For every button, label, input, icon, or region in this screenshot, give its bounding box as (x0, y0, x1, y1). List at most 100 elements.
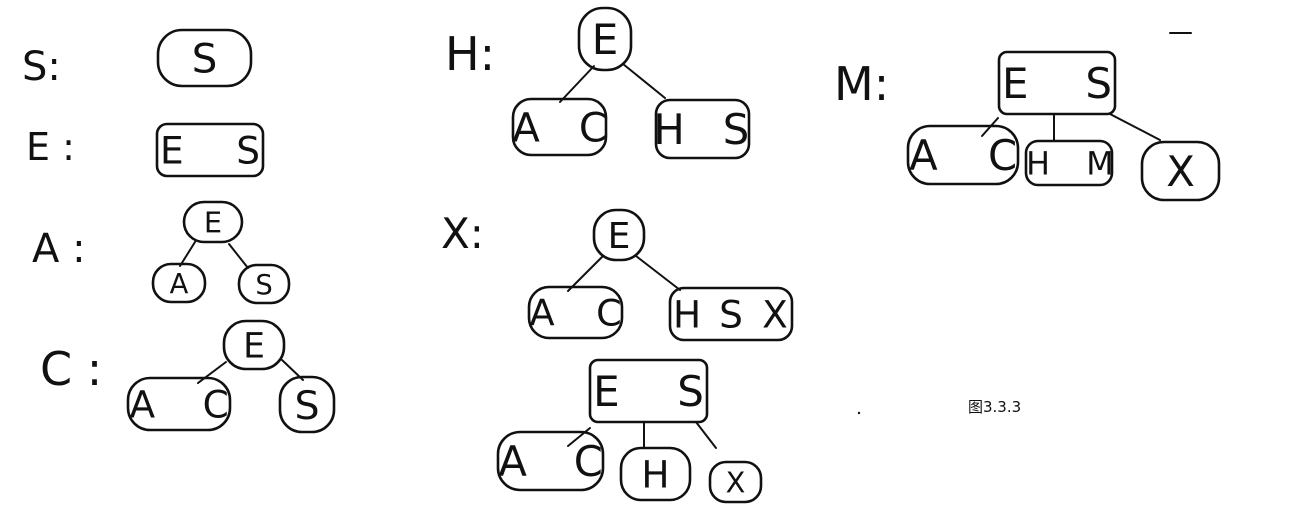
node-c0-box (527, 285, 624, 340)
stray-dot (857, 411, 861, 415)
node-c0-key-a: A (498, 437, 527, 486)
node-c1-box (668, 286, 794, 342)
node-c0-box (906, 124, 1020, 186)
tree-node-root: E (577, 6, 633, 72)
tree-node-c1: S (237, 263, 291, 305)
node-c1-box (237, 263, 291, 305)
edge-root-c1 (622, 63, 666, 99)
node-root-key-e: E (592, 15, 619, 64)
node-c1-key-s: S (719, 292, 743, 336)
node-c1-key-h: H (673, 292, 701, 336)
node-c1-box (654, 98, 751, 160)
node-root-key-s: S (677, 367, 704, 416)
node-c0-key-c: C (574, 437, 603, 486)
node-c0-key-a: A (512, 105, 540, 152)
node-root-key-e: E (160, 128, 184, 172)
node-c0-key-c: C (988, 131, 1017, 180)
node-root-key-e: E (204, 205, 222, 239)
node-c1-box (1024, 139, 1114, 187)
step-label: E : (26, 125, 75, 169)
node-c1-key-x: X (762, 292, 788, 336)
node-root-key-s: S (1085, 59, 1112, 108)
node-c0-box (511, 97, 608, 157)
node-c2-key-x: X (726, 465, 746, 499)
node-c0-box (151, 262, 207, 304)
node-c2-box (1140, 140, 1221, 202)
tree-node-root: S (156, 28, 253, 88)
node-c2-box (708, 460, 763, 504)
node-c0-box (126, 376, 232, 432)
node-c0-key-c: C (579, 105, 607, 152)
node-c2-key-x: X (1166, 147, 1195, 196)
tree-node-c2: X (1140, 140, 1221, 202)
edge-root-c1 (228, 243, 249, 269)
node-c1-key-h: H (1026, 146, 1050, 182)
node-c0-key-a: A (909, 131, 938, 180)
tree-node-c1: S (278, 375, 336, 434)
node-c0-key-c: C (203, 382, 229, 426)
edge-root-c0 (559, 65, 595, 103)
step-label: S: (22, 44, 61, 90)
node-c1-key-h: H (653, 105, 684, 154)
edge-root-c0 (197, 361, 227, 384)
step-label: M: (834, 57, 889, 111)
node-c1-box (619, 446, 692, 502)
node-c1-key-s: S (723, 105, 750, 154)
node-root-key-s: S (192, 36, 218, 83)
node-c1-key-s: S (294, 383, 319, 429)
node-root-box (222, 319, 286, 371)
node-root-key-s: S (236, 128, 260, 172)
node-root-box (156, 28, 253, 88)
step-label: A : (32, 226, 86, 272)
node-root-box (155, 122, 265, 178)
edge-root-c2 (695, 421, 717, 449)
node-c0-key-a: A (129, 382, 155, 426)
edge-root-c1 (635, 255, 681, 291)
node-root-box (588, 358, 709, 424)
edge-root-c0 (567, 255, 604, 292)
tree-node-root: E (222, 319, 286, 371)
node-c0-key-a: A (170, 269, 189, 300)
edge-root-c2 (1109, 113, 1161, 141)
node-root-key-e: E (243, 326, 265, 366)
node-c1-key-h: H (641, 452, 669, 496)
node-root-key-e: E (593, 367, 620, 416)
node-root-box (182, 200, 244, 244)
node-root-key-e: E (608, 216, 631, 257)
node-c0-key-a: A (529, 292, 554, 335)
node-root-box (997, 50, 1117, 116)
node-root-box (592, 208, 646, 262)
step-label: X: (441, 209, 484, 258)
tree-node-c1: H (619, 446, 692, 502)
step-s: S: S (22, 28, 253, 90)
node-c1-key-s: S (255, 270, 272, 301)
figure-caption: 图3.3.3 (968, 398, 1022, 416)
tree-node-root: E (592, 208, 646, 262)
edge-root-c0 (567, 427, 591, 447)
tree-node-root: E (182, 200, 244, 244)
node-root-key-e: E (1002, 59, 1029, 108)
node-root-box (577, 6, 633, 72)
step-label: H: (445, 27, 495, 81)
node-c1-key-m: M (1086, 146, 1113, 182)
step-label: C : (40, 342, 102, 396)
tree-node-c2: X (708, 460, 763, 504)
tree-node-c0: A (151, 262, 207, 304)
step-a: A : EA S (32, 200, 291, 305)
